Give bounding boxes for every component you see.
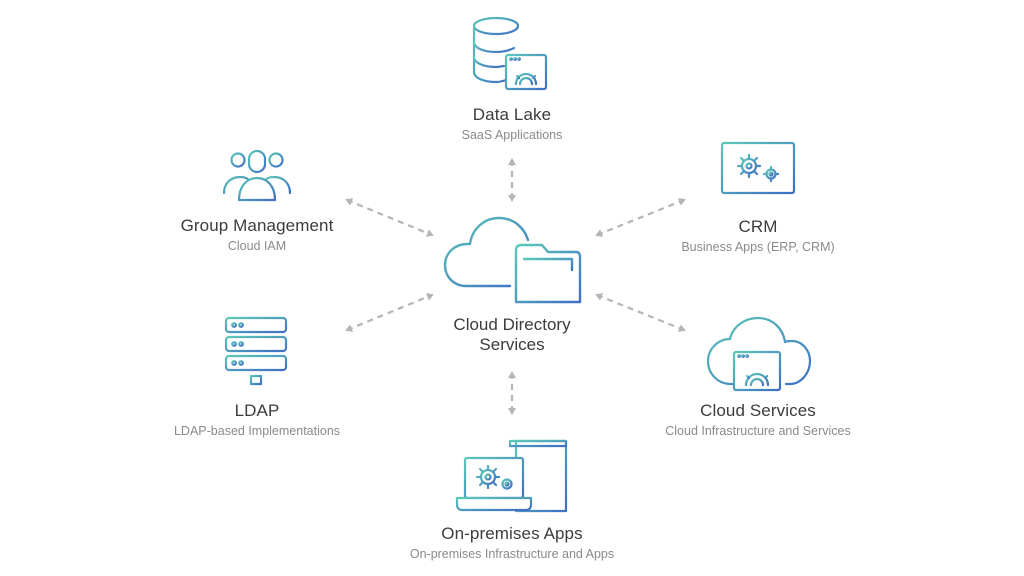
arrow-cloud-services: [595, 293, 686, 332]
node-title: Cloud Services: [700, 401, 816, 420]
cloud-window-icon: [706, 316, 812, 392]
node-title: CRM: [738, 217, 778, 236]
node-crm: CRM Business Apps (ERP, CRM): [608, 216, 908, 255]
center-node: Cloud Directory Services: [412, 315, 612, 355]
node-on-premises: On-premises Apps On-premises Infrastruct…: [362, 523, 662, 562]
node-subtitle: SaaS Applications: [461, 128, 563, 142]
node-title: Group Management: [180, 216, 334, 235]
node-subtitle: LDAP-based Implementations: [173, 424, 341, 438]
server-rack-icon: [224, 316, 288, 386]
center-title-line2: Services: [479, 335, 545, 354]
node-title: LDAP: [234, 401, 280, 420]
node-data-lake: Data Lake SaaS Applications: [362, 104, 662, 143]
node-subtitle: Cloud IAM: [227, 239, 287, 253]
monitor-gears-icon: [720, 141, 796, 208]
node-group-management: Group Management Cloud IAM: [107, 215, 407, 254]
node-subtitle: Business Apps (ERP, CRM): [681, 240, 835, 254]
laptop-building-icon: [455, 439, 568, 513]
node-title: On-premises Apps: [441, 524, 583, 543]
node-subtitle: Cloud Infrastructure and Services: [665, 424, 851, 438]
node-ldap: LDAP LDAP-based Implementations: [107, 400, 407, 439]
cloud-folder-icon: [443, 216, 582, 304]
arrow-crm: [595, 198, 686, 237]
node-title: Data Lake: [472, 105, 552, 124]
arrow-ldap: [345, 293, 434, 332]
connector-arrows: [345, 158, 686, 415]
arrow-group-management: [345, 198, 434, 237]
center-title-line1: Cloud Directory: [453, 315, 571, 334]
database-window-icon: [472, 16, 548, 91]
node-cloud-services: Cloud Services Cloud Infrastructure and …: [608, 400, 908, 439]
users-group-icon: [219, 149, 295, 202]
node-subtitle: On-premises Infrastructure and Apps: [409, 547, 615, 561]
